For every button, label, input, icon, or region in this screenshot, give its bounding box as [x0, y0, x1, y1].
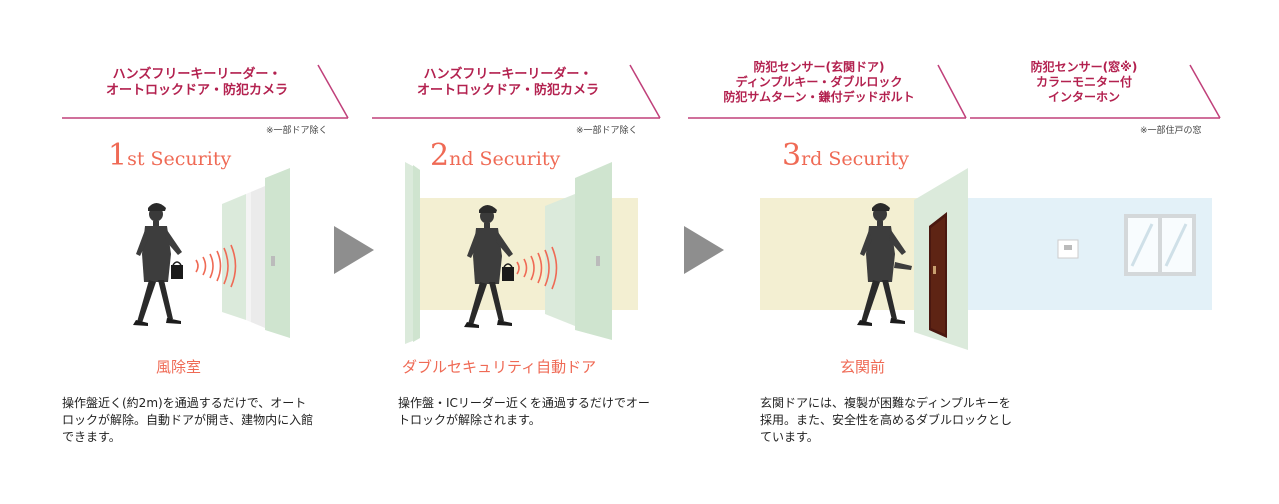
scene-double-security-door — [405, 162, 638, 344]
security-level-3-title: 3rd Security — [782, 138, 909, 173]
scene-entrance-door — [760, 168, 1212, 350]
banner-4-note: ※一部住戸の窓 — [1140, 126, 1202, 136]
place-label-2: ダブルセキュリティ自動ドア — [402, 358, 597, 376]
banner-2-note: ※一部ドア除く — [576, 126, 638, 136]
banner-2-line-1: ハンズフリーキーリーダー・ — [423, 67, 593, 82]
banner-1: ハンズフリーキーリーダー・ オートロックドア・防犯カメラ — [62, 67, 332, 99]
scene-windbreak-room — [133, 168, 290, 338]
security-level-2-title: 2nd Security — [430, 138, 560, 173]
next-step-arrow-icon — [684, 226, 724, 274]
banner-1-line-2: オートロックドア・防犯カメラ — [105, 83, 288, 98]
security-level-2-number: 2 — [430, 138, 450, 173]
banner-shape-3 — [688, 64, 967, 119]
banner-1-line-1: ハンズフリーキーリーダー・ — [112, 67, 282, 82]
banner-shape-1 — [62, 64, 349, 119]
security-level-3-number: 3 — [782, 138, 802, 173]
description-2: 操作盤・ICリーダー近くを通過するだけでオートロックが解除されます。 — [398, 396, 650, 427]
banner-4-line-2: カラーモニター付 — [1035, 75, 1132, 89]
banner-2-line-2: オートロックドア・防犯カメラ — [416, 83, 599, 98]
place-label-3: 玄関前 — [840, 358, 886, 376]
banner-3-line-3: 防犯サムターン・鎌付デッドボルト — [723, 90, 915, 104]
banner-shape-4 — [970, 64, 1221, 119]
window-icon — [1124, 214, 1196, 276]
banner-1-note: ※一部ドア除く — [266, 126, 328, 136]
banner-3: 防犯センサー(玄関ドア) ディンプルキー・ダブルロック 防犯サムターン・鎌付デッ… — [688, 60, 950, 105]
security-level-3-suffix: rd Security — [801, 148, 910, 170]
banner-4-line-3: インターホン — [1047, 90, 1120, 104]
banner-4: 防犯センサー(窓※) カラーモニター付 インターホン — [970, 60, 1198, 105]
banner-4-line-1: 防犯センサー(窓※) — [1030, 60, 1138, 74]
banner-3-line-2: ディンプルキー・ダブルロック — [735, 75, 903, 89]
banner-3-line-1: 防犯センサー(玄関ドア) — [753, 60, 885, 74]
description-1: 操作盤近く(約2m)を通過するだけで、オートロックが解除。自動ドアが開き、建物内… — [62, 396, 314, 444]
security-level-1-suffix: st Security — [127, 148, 232, 170]
banner-2: ハンズフリーキーリーダー・ オートロックドア・防犯カメラ — [372, 67, 644, 99]
security-level-1-title: 1st Security — [108, 138, 231, 173]
banner-shape-2 — [372, 64, 661, 119]
description-3: 玄関ドアには、複製が困難なディンプルキーを採用。また、安全性を高めるダブルロック… — [760, 396, 1013, 444]
next-step-arrow-icon — [334, 226, 374, 274]
place-label-1: 風除室 — [156, 358, 202, 376]
security-level-2-suffix: nd Security — [449, 148, 561, 170]
security-level-1-number: 1 — [108, 138, 128, 173]
